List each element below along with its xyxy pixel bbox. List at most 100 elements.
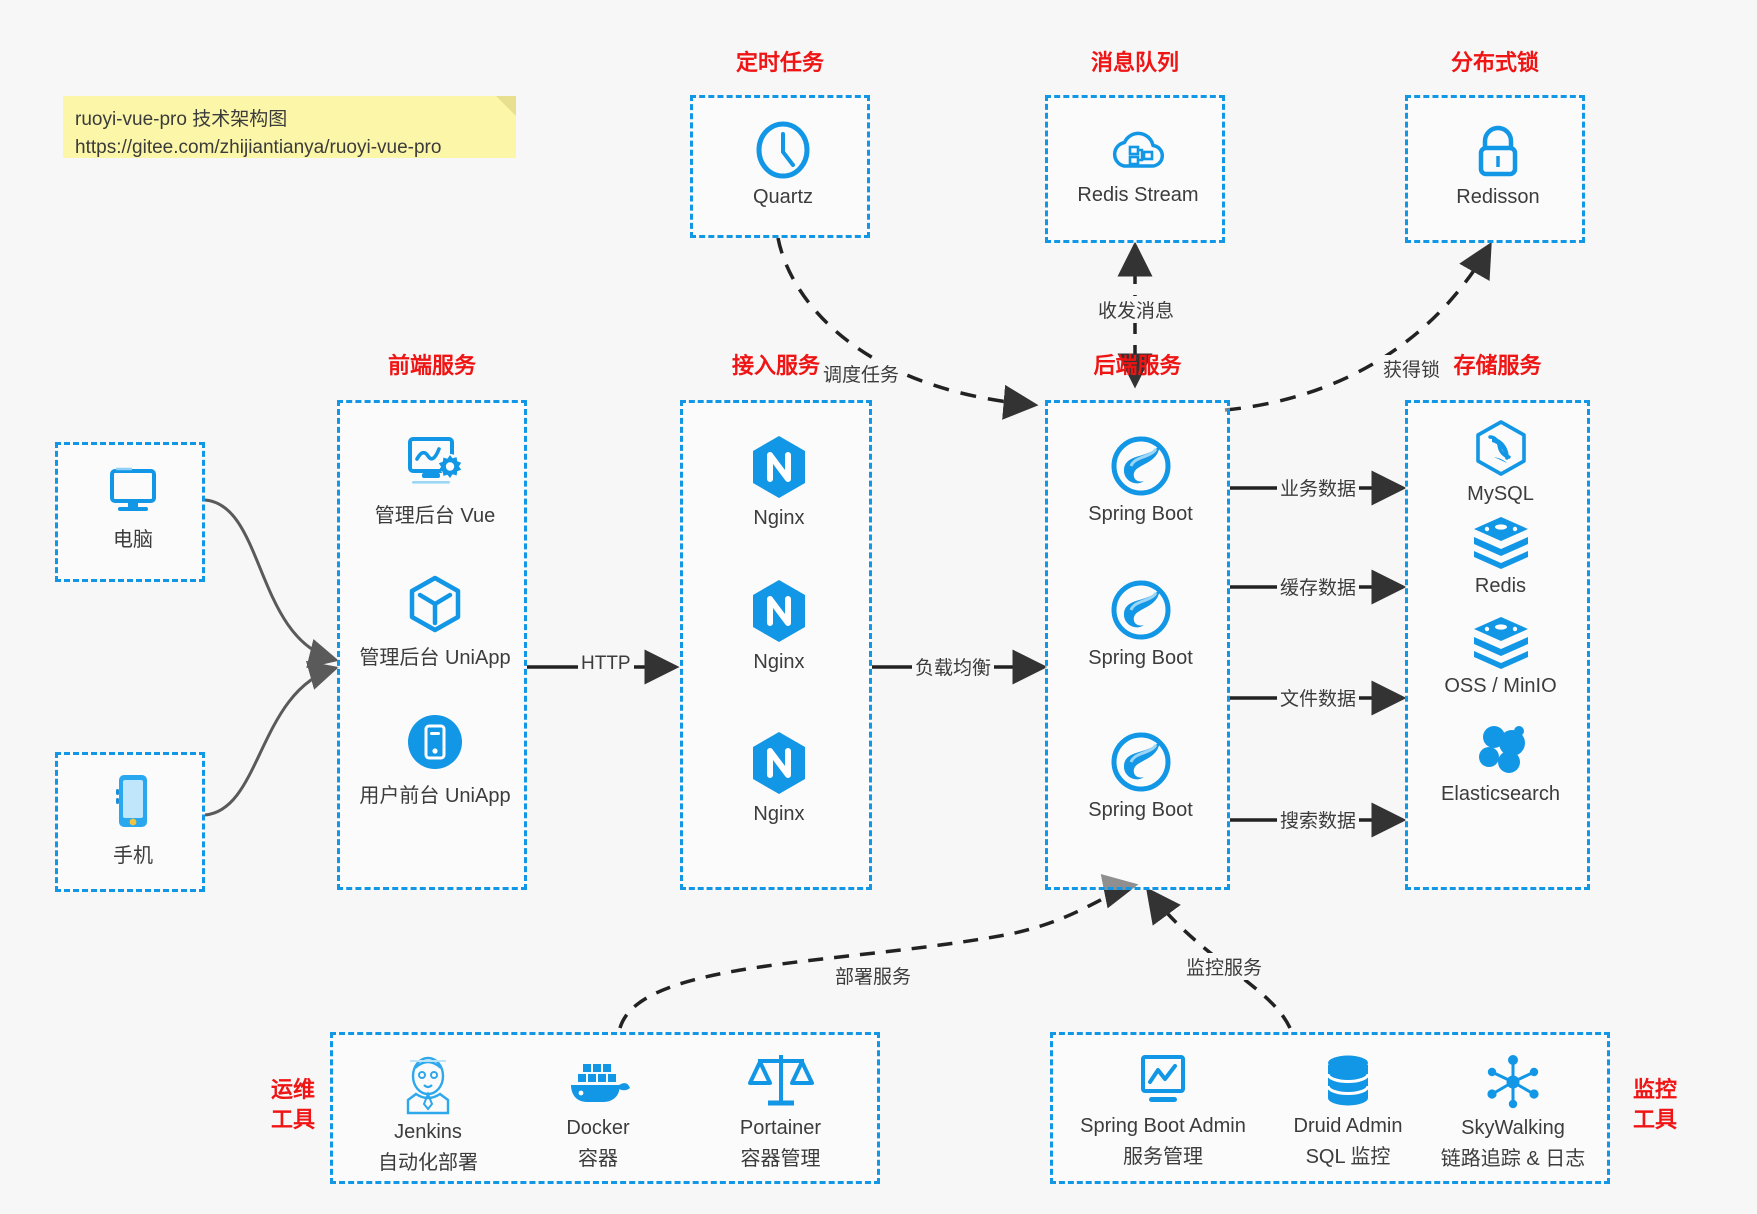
node-druid-admin[interactable]: Druid Admin SQL 监控 (1268, 1053, 1428, 1169)
node-portainer[interactable]: Portainer 容器管理 (703, 1049, 858, 1171)
edge-label-load-balance: 负载均衡 (912, 653, 995, 680)
redis-stack-icon (1470, 615, 1532, 669)
group-title-monitor-tools: 监控 工具 (1620, 1075, 1690, 1135)
node-nginx-2[interactable]: Nginx (683, 577, 875, 674)
devops-title-line1: 运维 (270, 1077, 315, 1102)
group-frontend-service: 管理后台 Vue 管理后台 UniApp 用户前台 UniApp (337, 400, 527, 890)
note-title: ruoyi-vue-pro 技术架构图 (75, 109, 288, 130)
group-computer: 电脑 (55, 442, 205, 582)
node-user-uniapp[interactable]: 用户前台 UniApp (340, 711, 530, 808)
lock-icon (1469, 120, 1527, 180)
node-label: Redis (1474, 575, 1527, 597)
node-sublabel: 容器 (578, 1148, 618, 1170)
spring-leaf-icon (1110, 435, 1172, 497)
edge-label-schedule-task: 调度任务 (820, 360, 903, 387)
group-title-distributed-lock: 分布式锁 (1450, 50, 1539, 75)
node-jenkins[interactable]: Jenkins 自动化部署 (353, 1053, 503, 1175)
node-label: Redis Stream (1077, 184, 1199, 206)
node-admin-uniapp[interactable]: 管理后台 UniApp (340, 573, 530, 670)
node-label: Nginx (753, 507, 805, 529)
group-title-frontend-service: 前端服务 (387, 353, 476, 378)
elasticsearch-icon (1472, 721, 1530, 777)
node-redisson[interactable]: Redisson (1408, 120, 1588, 209)
node-docker[interactable]: Docker 容器 (523, 1055, 673, 1171)
monitor-icon (104, 463, 162, 517)
node-sublabel: 自动化部署 (378, 1152, 478, 1174)
group-scheduled-task: Quartz (690, 95, 870, 238)
group-title-message-queue: 消息队列 (1090, 50, 1179, 75)
node-mysql[interactable]: MySQL (1408, 419, 1593, 506)
spring-leaf-icon (1110, 731, 1172, 793)
docker-whale-icon (565, 1055, 631, 1111)
group-phone: 手机 (55, 752, 205, 892)
note-url: https://gitee.com/zhijiantianya/ruoyi-vu… (75, 137, 442, 158)
node-sublabel: SQL 监控 (1305, 1146, 1391, 1168)
group-title-gateway-service: 接入服务 (731, 353, 820, 378)
edge-label-monitor-service: 监控服务 (1183, 953, 1266, 980)
node-label: Elasticsearch (1441, 783, 1560, 805)
mysql-dolphin-icon (1472, 419, 1530, 477)
node-label: 用户前台 UniApp (359, 785, 511, 807)
network-nodes-icon (1484, 1053, 1542, 1111)
group-distributed-lock: Redisson (1405, 95, 1585, 243)
node-springboot-2[interactable]: Spring Boot (1048, 579, 1233, 670)
node-phone[interactable]: 手机 (58, 771, 208, 868)
node-elasticsearch[interactable]: Elasticsearch (1408, 721, 1593, 806)
node-label: Portainer (739, 1117, 822, 1139)
cloud-stream-icon (1108, 122, 1168, 178)
edge-label-search-data: 搜索数据 (1277, 806, 1360, 833)
node-label: Quartz (752, 186, 814, 208)
group-devops-tools: Jenkins 自动化部署 Docker 容器 (330, 1032, 880, 1184)
edge-label-http: HTTP (578, 653, 634, 675)
node-label: Jenkins (394, 1121, 462, 1143)
group-title-scheduled-task: 定时任务 (735, 50, 824, 75)
edge-label-send-receive-message: 收发消息 (1095, 296, 1178, 323)
node-label: Nginx (753, 803, 805, 825)
nginx-icon (748, 729, 810, 797)
node-label: Redisson (1456, 186, 1540, 208)
node-sublabel: 服务管理 (1123, 1146, 1203, 1168)
node-label: SkyWalking (1461, 1117, 1565, 1139)
node-computer[interactable]: 电脑 (58, 463, 208, 552)
node-springboot-3[interactable]: Spring Boot (1048, 731, 1233, 822)
node-quartz[interactable]: Quartz (693, 120, 873, 209)
node-redis-stream[interactable]: Redis Stream (1048, 122, 1228, 207)
node-label: 手机 (113, 845, 153, 867)
node-label: MySQL (1467, 483, 1534, 505)
node-label: Spring Boot Admin (1080, 1115, 1246, 1137)
node-label: 管理后台 UniApp (359, 647, 511, 669)
smartphone-icon (111, 771, 155, 833)
jenkins-butler-icon (398, 1053, 458, 1115)
edge-label-acquire-lock: 获得锁 (1380, 355, 1444, 382)
dashboard-gear-icon (404, 435, 466, 493)
node-nginx-1[interactable]: Nginx (683, 433, 875, 530)
node-skywalking[interactable]: SkyWalking 链路追踪 & 日志 (1423, 1053, 1603, 1171)
nginx-icon (748, 433, 810, 501)
scales-icon (747, 1049, 814, 1111)
node-redis[interactable]: Redis (1408, 515, 1593, 598)
node-label: 电脑 (113, 529, 153, 551)
node-nginx-3[interactable]: Nginx (683, 729, 875, 826)
node-label: OSS / MinIO (1444, 675, 1557, 697)
monitor-title-line2: 工具 (1632, 1107, 1677, 1132)
node-spring-boot-admin[interactable]: Spring Boot Admin 服务管理 (1063, 1053, 1263, 1169)
node-springboot-1[interactable]: Spring Boot (1048, 435, 1233, 526)
group-storage-service: MySQL Redis (1405, 400, 1590, 890)
group-title-storage-service: 存储服务 (1453, 353, 1542, 378)
redis-stack-icon (1470, 515, 1532, 569)
node-label: Nginx (753, 651, 805, 673)
node-label: Docker (566, 1117, 630, 1139)
info-note: ruoyi-vue-pro 技术架构图 https://gitee.com/zh… (63, 96, 516, 158)
edge-label-business-data: 业务数据 (1277, 474, 1360, 501)
group-backend-service: Spring Boot Spring Boot Spring Boot (1045, 400, 1230, 890)
node-oss-minio[interactable]: OSS / MinIO (1408, 615, 1593, 698)
node-label: Druid Admin (1293, 1115, 1403, 1137)
clock-icon (753, 120, 813, 180)
edge-label-deploy-service: 部署服务 (832, 962, 915, 989)
edge-label-cache-data: 缓存数据 (1277, 573, 1360, 600)
node-admin-vue[interactable]: 管理后台 Vue (340, 435, 530, 528)
node-label: Spring Boot (1088, 647, 1193, 669)
note-fold-corner (496, 96, 516, 116)
group-monitor-tools: Spring Boot Admin 服务管理 Druid Admin SQL 监… (1050, 1032, 1610, 1184)
